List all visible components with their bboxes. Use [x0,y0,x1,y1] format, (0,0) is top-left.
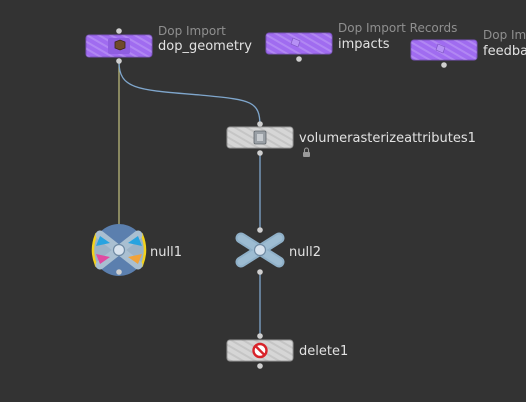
wire-dop-geometry-to-volumerasterize [118,61,261,127]
input-connector[interactable] [257,333,263,339]
dop-import-icon [114,39,126,51]
node-name-label[interactable]: impacts [338,37,390,52]
output-connector[interactable] [296,56,302,62]
node-null2[interactable]: null2 [235,227,321,275]
input-connector[interactable] [257,227,263,233]
output-connector[interactable] [257,269,263,275]
output-connector[interactable] [257,363,263,369]
dop-import-records-icon [435,43,446,54]
node-type-label: Dop Import [158,24,226,38]
output-connector[interactable] [257,150,263,156]
output-connector[interactable] [116,58,122,64]
node-name-label[interactable]: feedba [483,44,526,59]
wires [118,61,261,336]
delete-icon [252,342,268,359]
output-connector[interactable] [441,62,447,68]
node-name-label[interactable]: volumerasterizeattributes1 [299,131,476,146]
node-dop-geometry[interactable]: Dop Import dop_geometry [85,24,252,64]
node-type-label: Dop Imp [483,28,526,42]
null-center-icon [112,243,126,257]
node-name-label[interactable]: null1 [150,245,182,260]
volume-rasterize-icon [253,130,267,145]
lock-icon[interactable] [303,147,310,157]
node-name-label[interactable]: delete1 [299,344,348,359]
node-volumerasterizeattributes1[interactable]: volumerasterizeattributes1 [226,121,476,157]
null-center-icon [253,243,267,257]
input-connector[interactable] [116,28,122,34]
node-name-label[interactable]: null2 [289,245,321,260]
dop-import-records-icon [290,37,301,48]
node-feedback[interactable]: Dop Imp feedba [410,28,526,68]
node-type-label: Dop Import Records [338,21,457,35]
node-null1[interactable]: null1 [91,224,182,276]
node-name-label[interactable]: dop_geometry [158,39,252,54]
node-impacts[interactable]: Dop Import Records impacts [265,21,457,62]
input-connector[interactable] [257,121,263,127]
node-delete1[interactable]: delete1 [226,333,348,369]
output-connector[interactable] [116,269,122,275]
